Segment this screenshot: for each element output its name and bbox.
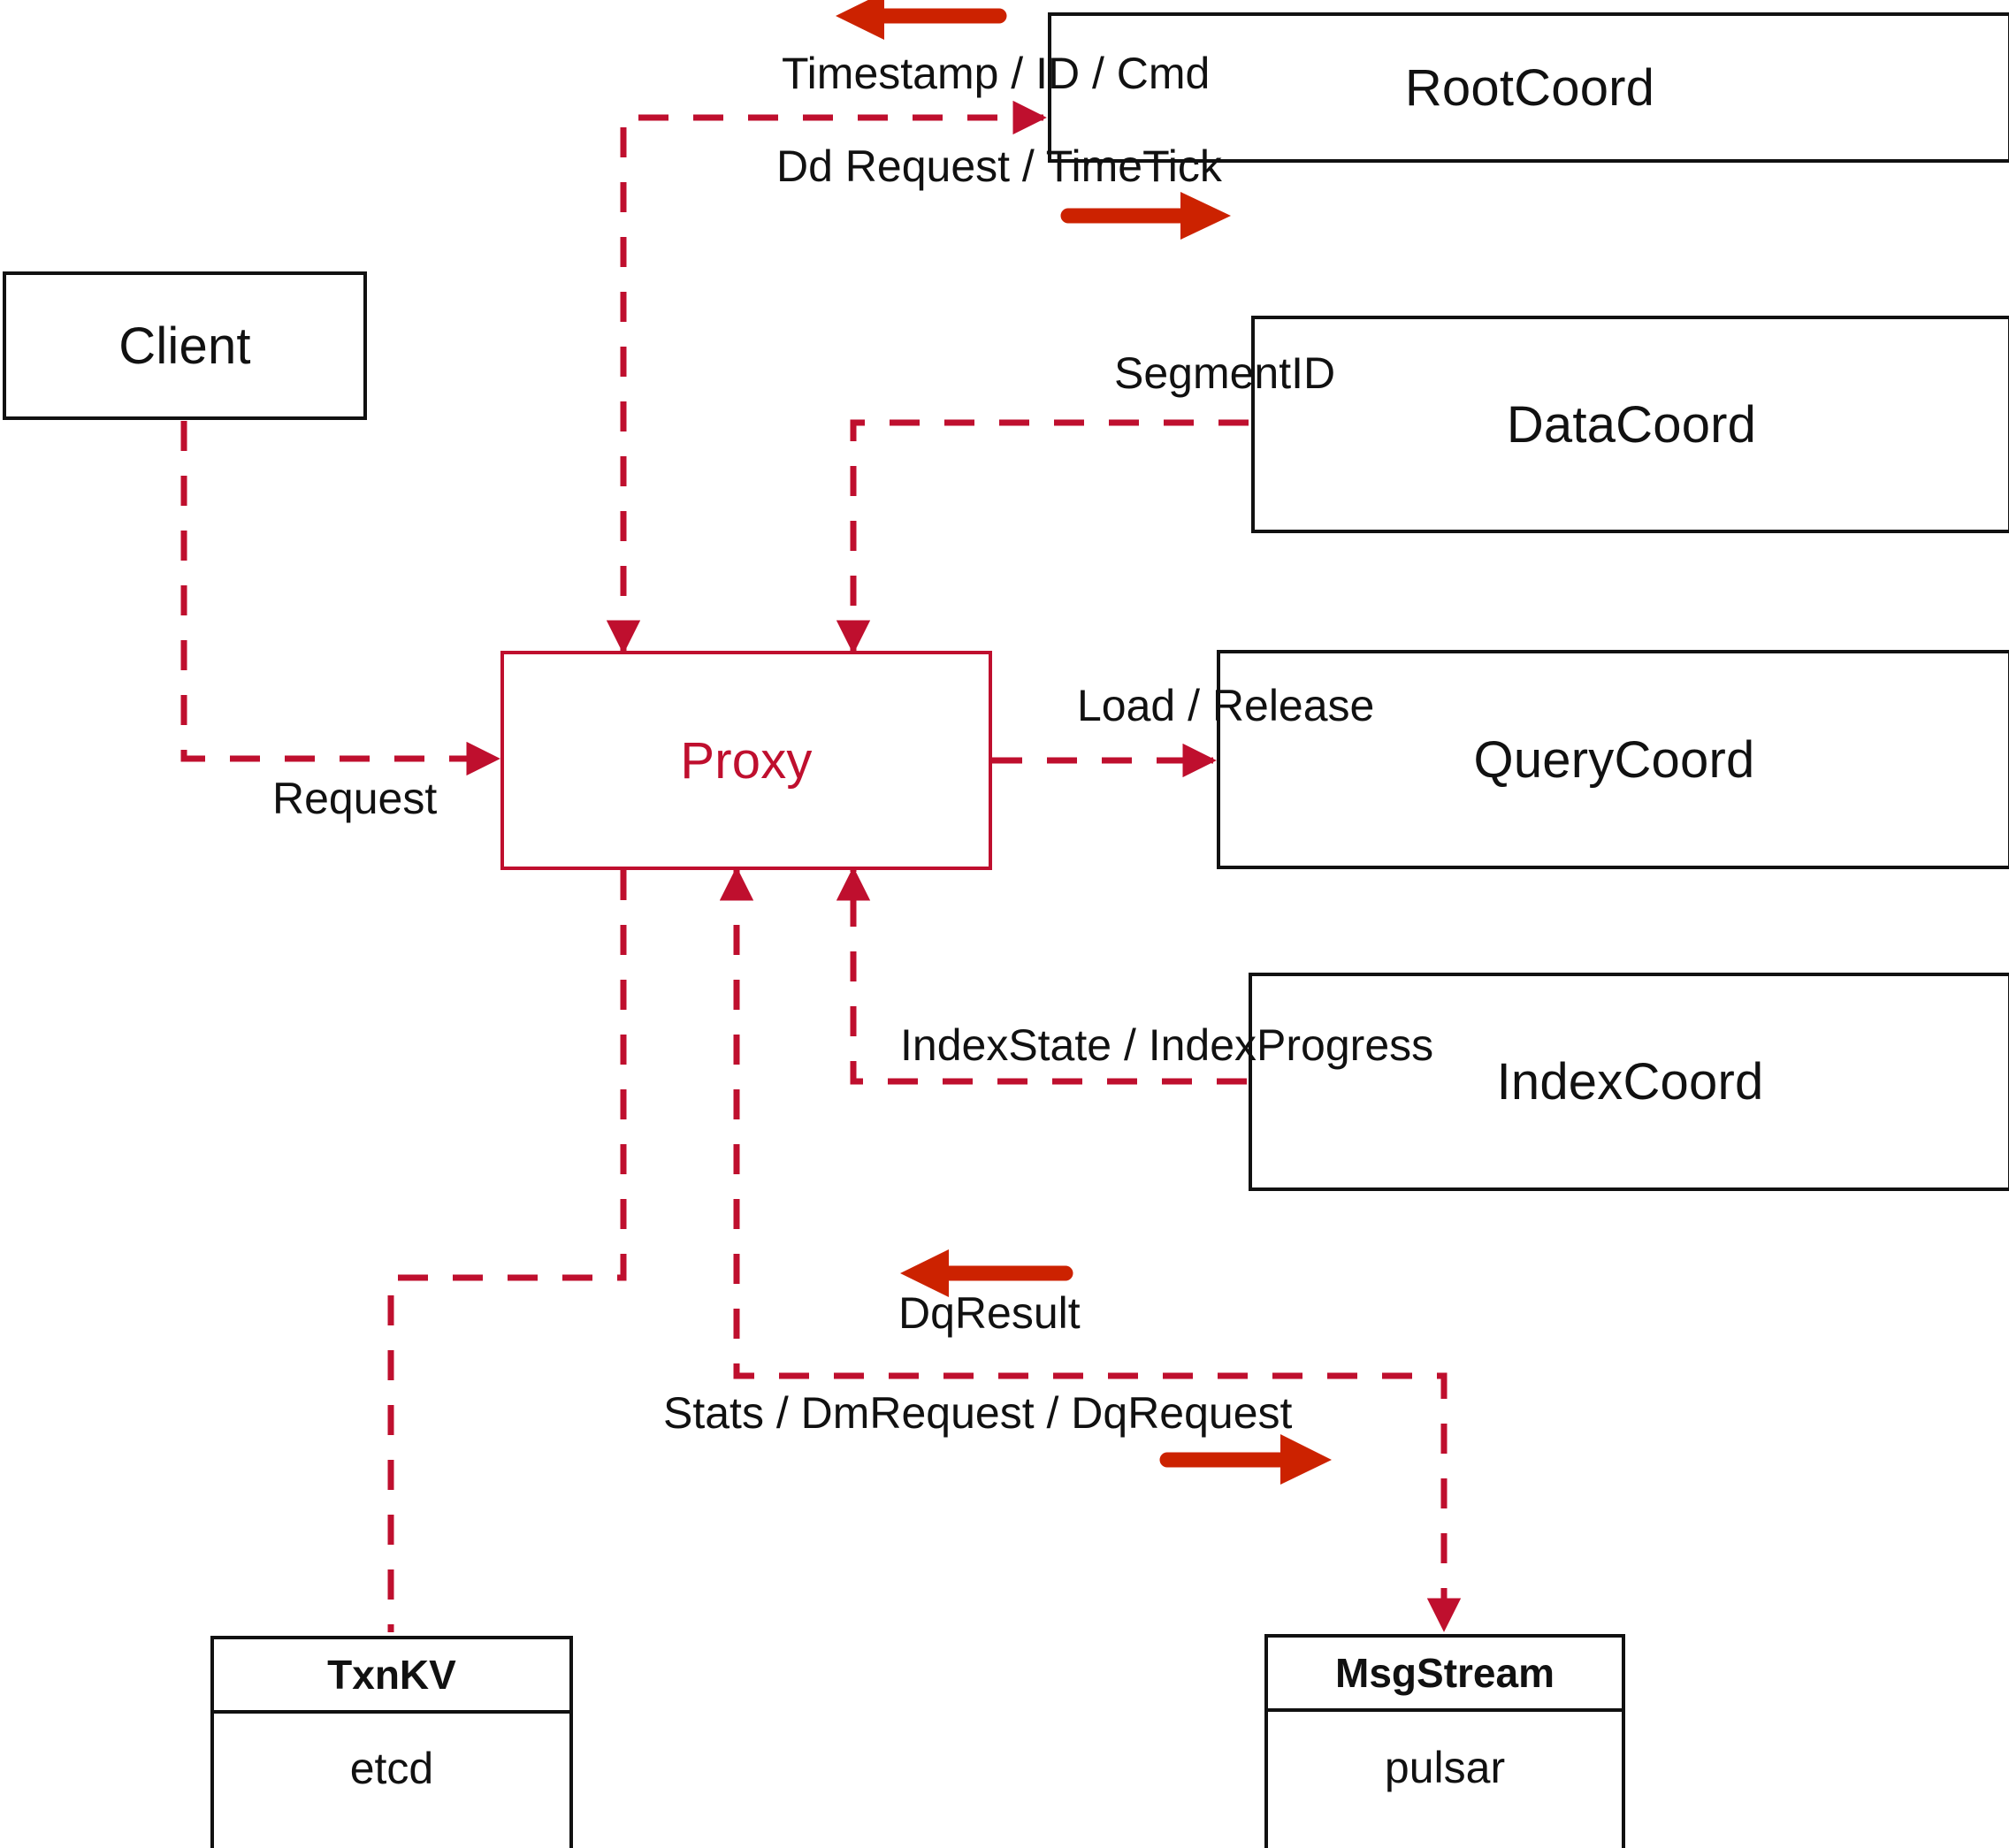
edge-label-timestamp-id-cmd: Timestamp / ID / Cmd (782, 49, 1211, 98)
storage-txnkv[interactable]: TxnKV etcd (210, 1636, 573, 1848)
node-data-coord-label: DataCoord (1506, 395, 1757, 454)
edge-label-request: Request (272, 774, 438, 823)
storage-msgstream-header: MsgStream (1268, 1638, 1622, 1712)
direction-arrow-dqrequest (1159, 1434, 1332, 1485)
node-data-coord[interactable]: DataCoord (1251, 316, 2009, 533)
storage-txnkv-title: TxnKV (327, 1652, 456, 1698)
node-client-label: Client (118, 317, 251, 375)
edge-label-segment-id: SegmentID (1114, 348, 1336, 398)
edge-datacoord-proxy (836, 419, 1249, 654)
node-root-coord-label: RootCoord (1404, 58, 1655, 117)
direction-arrow-ddrequest (1060, 192, 1231, 240)
storage-msgstream-impl: pulsar (1384, 1743, 1506, 1792)
storage-msgstream-title: MsgStream (1335, 1650, 1554, 1696)
edge-label-index-state-progress: IndexState / IndexProgress (900, 1020, 1434, 1070)
edge-label-dq-result: DqResult (898, 1288, 1081, 1338)
node-index-coord-label: IndexCoord (1496, 1053, 1764, 1111)
node-proxy[interactable]: Proxy (500, 651, 992, 870)
node-query-coord-label: QueryCoord (1473, 730, 1755, 789)
edge-client-proxy (180, 421, 500, 776)
node-query-coord[interactable]: QueryCoord (1217, 650, 2009, 869)
storage-msgstream-body: pulsar (1268, 1712, 1622, 1848)
edge-proxy-rootcoord (606, 100, 1047, 654)
storage-msgstream[interactable]: MsgStream pulsar (1264, 1634, 1625, 1848)
node-client[interactable]: Client (3, 271, 367, 420)
node-proxy-label: Proxy (680, 731, 813, 790)
edge-label-load-release: Load / Release (1077, 681, 1375, 730)
node-root-coord[interactable]: RootCoord (1048, 12, 2009, 163)
edge-label-dd-request-timetick: Dd Request / TimeTick (776, 141, 1222, 191)
storage-txnkv-impl: etcd (349, 1744, 434, 1793)
edge-label-stats-dm-dq: Stats / DmRequest / DqRequest (663, 1388, 1293, 1438)
storage-txnkv-body: etcd (214, 1714, 569, 1848)
direction-arrow-timestamp (836, 0, 1007, 40)
node-index-coord[interactable]: IndexCoord (1249, 973, 2009, 1191)
storage-txnkv-header: TxnKV (214, 1639, 569, 1714)
edge-proxy-txnkv (387, 870, 627, 1632)
